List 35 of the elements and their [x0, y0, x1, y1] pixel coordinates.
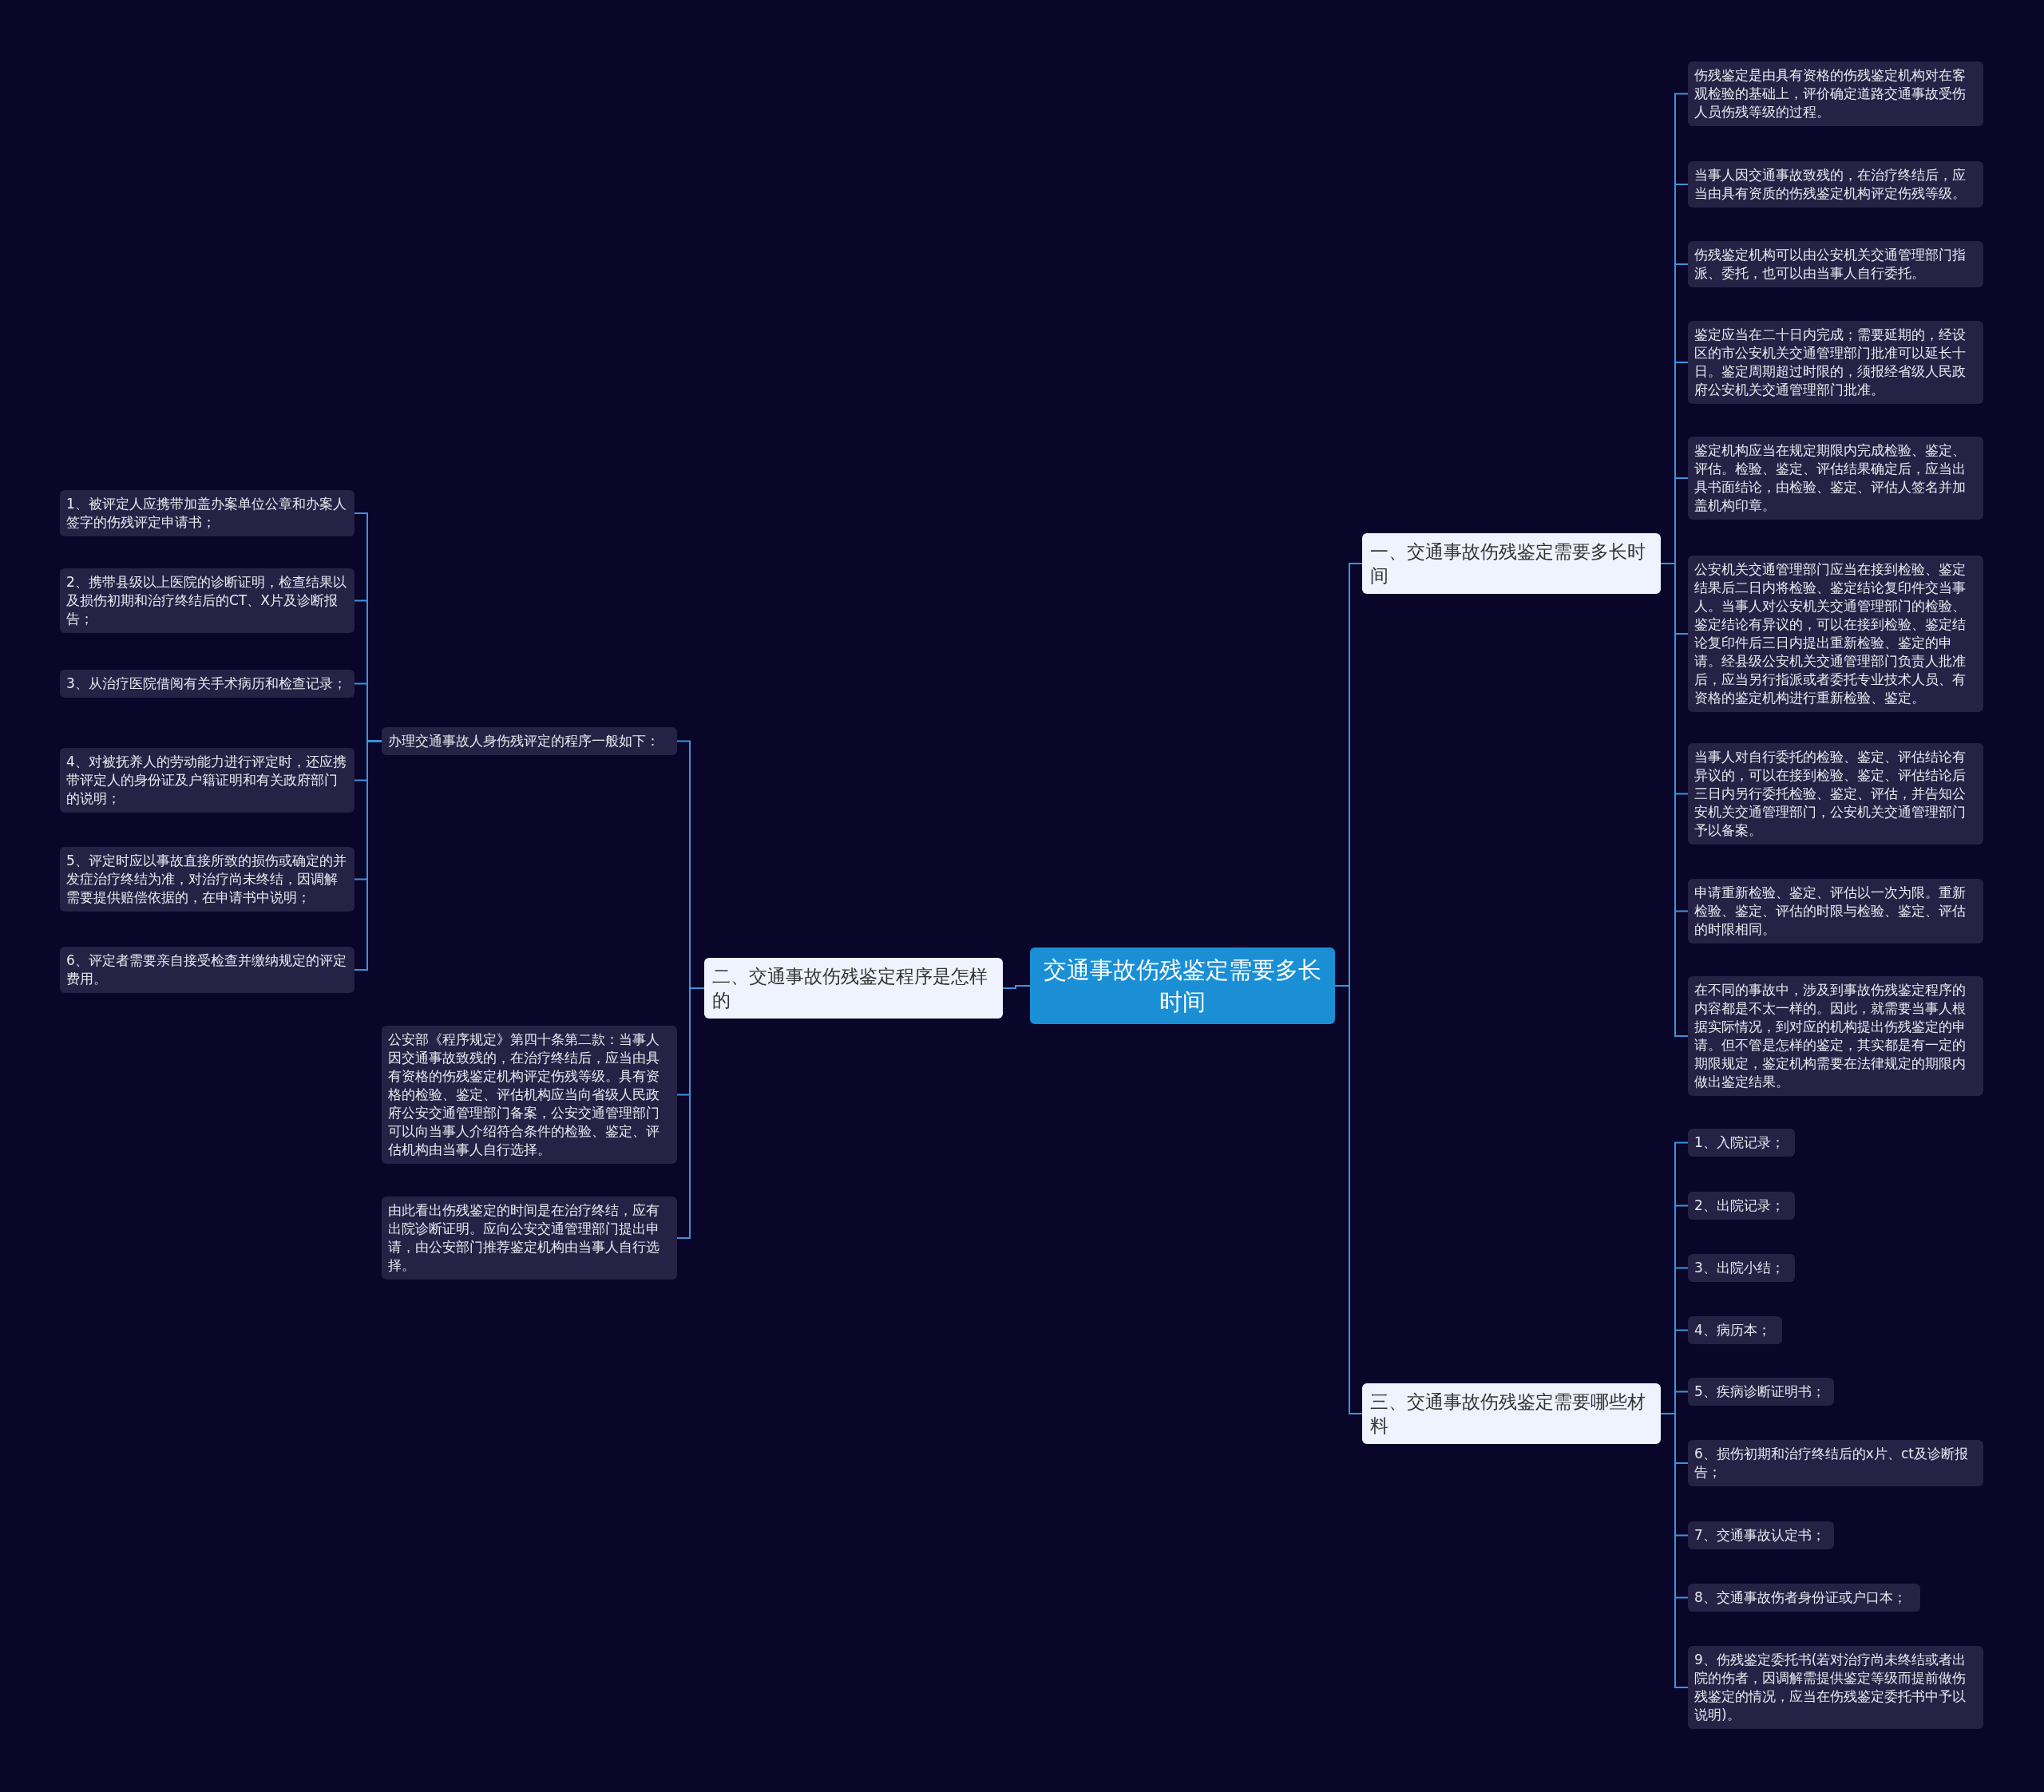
leaf-topic: 鉴定应当在二十日内完成；需要延期的，经设区的市公安机关交通管理部门批准可以延长十日。鉴定周期超过时限的，须报经省级人民政府公安机关交通管理部门批准。	[1688, 321, 1983, 404]
connector-line	[1660, 1413, 1689, 1688]
branch-topic: 一、交通事故伤残鉴定需要多长时间	[1362, 533, 1661, 594]
leaf-topic: 2、出院记录；	[1688, 1192, 1795, 1220]
leaf-topic: 2、携带县级以上医院的诊断证明，检查结果以及损伤初期和治疗终结后的CT、X片及诊断报告；	[60, 568, 355, 633]
leaf-topic: 由此看出伤残鉴定的时间是在治疗终结，应有出院诊断证明。应向公安交通管理部门提出申请，由公安部门推荐鉴定机构由当事人自行选择。	[382, 1197, 677, 1280]
leaf-topic: 3、出院小结；	[1688, 1254, 1795, 1282]
leaf-topic: 1、入院记录；	[1688, 1129, 1795, 1157]
leaf-topic: 6、评定者需要亲自接受检查并缴纳规定的评定费用。	[60, 947, 355, 993]
leaf-topic: 伤残鉴定是由具有资格的伤残鉴定机构对在客观检验的基础上，评价确定道路交通事故受伤人员伤残等级的过程。	[1688, 61, 1983, 126]
leaf-topic: 4、对被抚养人的劳动能力进行评定时，还应携带评定人的身份证及户籍证明和有关政府部门的说明；	[60, 748, 355, 813]
leaf-topic: 4、病历本；	[1688, 1316, 1782, 1344]
leaf-topic: 3、从治疗医院借阅有关手术病历和检查记录；	[60, 670, 355, 698]
leaf-topic: 公安机关交通管理部门应当在接到检验、鉴定结果后二日内将检验、鉴定结论复印件交当事人。当事人对公安机关交通管理部门的检验、鉴定结论有异议的，可以在接到检验、鉴定结论复印件后三日内提出重新检验、鉴定的申请。经县级公安机关交通管理部门负责人批准后，应当另行指派或者委托专业技术人员、有资格的鉴定机构进行重新检验、鉴定。	[1688, 556, 1983, 712]
leaf-topic: 9、伤残鉴定委托书(若对治疗尚未终结或者出院的伤者，因调解需提供鉴定等级而提前做伤残鉴定的情况，应当在伤残鉴定委托书中予以说明)。	[1688, 1646, 1983, 1729]
leaf-topic: 7、交通事故认定书；	[1688, 1521, 1834, 1549]
leaf-topic: 公安部《程序规定》第四十条第二款：当事人因交通事故致残的，在治疗终结后，应当由具有资格的伤残鉴定机构评定伤残等级。具有资格的检验、鉴定、评估机构应当向省级人民政府公安交通管理部门备案，公安交通管理部门可以向当事人介绍符合条件的检验、鉴定、评估机构由当事人自行选择。	[382, 1026, 677, 1164]
leaf-topic: 伤残鉴定机构可以由公安机关交通管理部门指派、委托，也可以由当事人自行委托。	[1688, 241, 1983, 287]
central-topic: 交通事故伤残鉴定需要多长时间	[1030, 947, 1335, 1024]
leaf-topic: 5、评定时应以事故直接所致的损伤或确定的并发症治疗终结为准，对治疗尚未终结，因调解需要提供赔偿依据的，在申请书中说明；	[60, 847, 355, 912]
branch-topic: 三、交通事故伤残鉴定需要哪些材料	[1362, 1383, 1661, 1444]
leaf-topic: 办理交通事故人身伤残评定的程序一般如下：	[382, 727, 677, 755]
leaf-topic: 当事人对自行委托的检验、鉴定、评估结论有异议的，可以在接到检验、鉴定、评估结论后三日内另行委托检验、鉴定、评估，并告知公安机关交通管理部门，公安机关交通管理部门予以备案。	[1688, 743, 1983, 845]
connector-line	[1002, 985, 1031, 989]
leaf-topic: 申请重新检验、鉴定、评估以一次为限。重新检验、鉴定、评估的时限与检验、鉴定、评估的时限相同。	[1688, 879, 1983, 943]
leaf-topic: 1、被评定人应携带加盖办案单位公章和办案人签字的伤残评定申请书；	[60, 490, 355, 536]
connector-line	[354, 740, 382, 971]
leaf-topic: 当事人因交通事故致残的，在治疗终结后，应当由具有资质的伤残鉴定机构评定伤残等级。	[1688, 161, 1983, 208]
connector-line	[676, 987, 705, 1239]
leaf-topic: 6、损伤初期和治疗终结后的x片、ct及诊断报告；	[1688, 1440, 1983, 1486]
leaf-topic: 8、交通事故伤者身份证或户口本；	[1688, 1584, 1920, 1612]
branch-topic: 二、交通事故伤残鉴定程序是怎样的	[704, 958, 1003, 1019]
leaf-topic: 在不同的事故中，涉及到事故伤残鉴定程序的内容都是不太一样的。因此，就需要当事人根据实际情况，到对应的机构提出伤残鉴定的申请。但不管是怎样的鉴定，其实都是有一定的期限规定，鉴定机构需要在法律规定的期限内做出鉴定结果。	[1688, 976, 1983, 1096]
leaf-topic: 5、疾病诊断证明书；	[1688, 1378, 1834, 1406]
leaf-topic: 鉴定机构应当在规定期限内完成检验、鉴定、评估。检验、鉴定、评估结果确定后，应当出具书面结论，由检验、鉴定、评估人签名并加盖机构印章。	[1688, 437, 1983, 520]
